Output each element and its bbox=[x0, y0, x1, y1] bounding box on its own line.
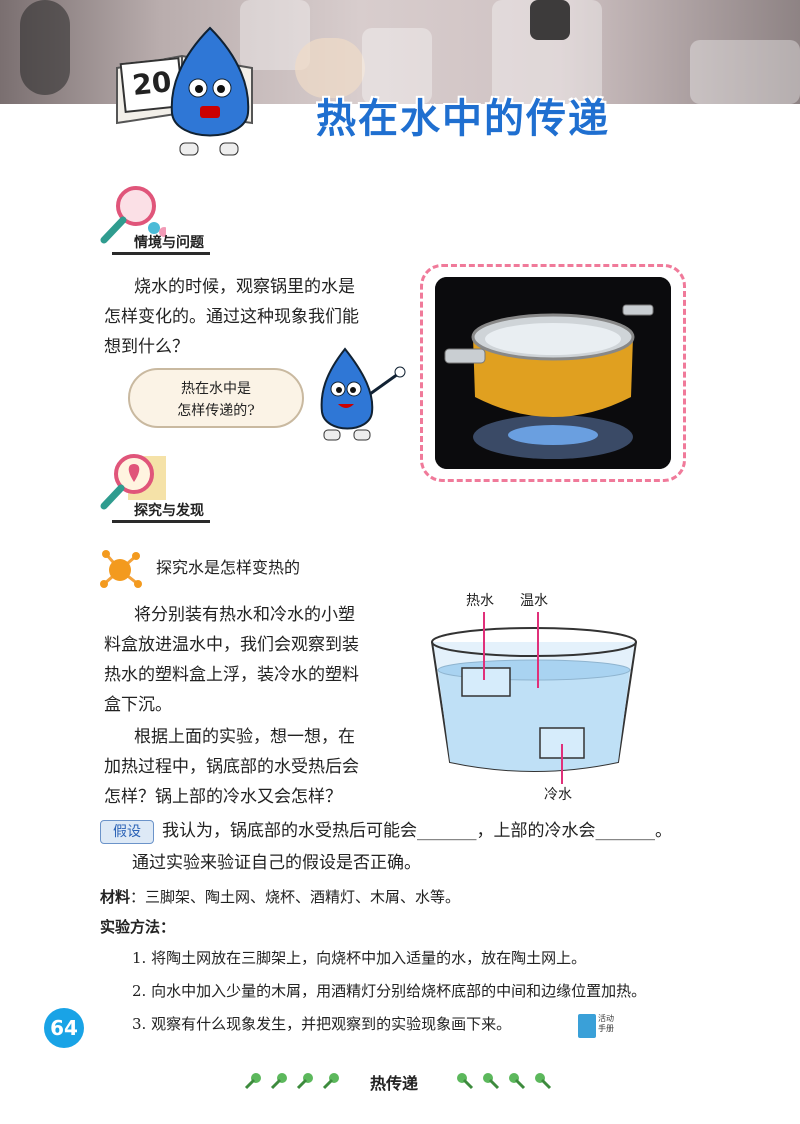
paragraph-line: 怎样？锅上部的冷水又会怎样？ bbox=[104, 787, 342, 807]
thought-bubble: 热在水中是 怎样传递的? bbox=[128, 368, 304, 428]
water-drop-mascot-icon bbox=[170, 26, 250, 156]
pot-on-stove-image bbox=[435, 277, 671, 469]
paragraph-line: 根据上面的实验，想一想，在 bbox=[134, 727, 355, 747]
bubble-line: 热在水中是 bbox=[181, 381, 251, 397]
lid-image bbox=[295, 38, 365, 98]
method-label: 实验方法： bbox=[100, 918, 176, 936]
intro-paragraph: 烧水的时候，观察锅里的水是 怎样变化的。通过这种现象我们能 想到什么？ bbox=[104, 272, 404, 362]
glass-image bbox=[362, 28, 432, 104]
handbook-icon bbox=[578, 1014, 596, 1038]
step-item: 3. 观察有什么现象发生，并把观察到的实验现象画下来。 bbox=[132, 1015, 512, 1033]
steps-list: 1. 将陶土网放在三脚架上，向烧杯中加入适量的水，放在陶土网上。 2. 向水中加… bbox=[132, 942, 772, 1041]
materials-line: 材料：三脚架、陶土网、烧杯、酒精灯、木屑、水等。 bbox=[100, 882, 780, 912]
paragraph-line: 料盒放进温水中，我们会观察到装 bbox=[104, 635, 359, 655]
step-item: 2. 向水中加入少量的木屑，用酒精灯分别给烧杯底部的中间和边缘位置加热。 bbox=[132, 982, 647, 1000]
materials-label: 材料 bbox=[100, 888, 131, 906]
section-heading-situation: 情境与问题 bbox=[112, 232, 210, 255]
page-number: 64 bbox=[44, 1008, 84, 1048]
bottle-cap-image bbox=[530, 0, 570, 40]
photo-frame bbox=[420, 264, 686, 482]
activity-badge-text: 活动 手册 bbox=[598, 1014, 614, 1034]
subsection-title: 探究水是怎样变热的 bbox=[156, 558, 301, 577]
boiling-pot-photo bbox=[435, 277, 671, 469]
label-warm-water: 温水 bbox=[520, 593, 548, 609]
paragraph-line: 烧水的时候，观察锅里的水是 bbox=[134, 277, 355, 297]
molecule-icon bbox=[100, 550, 142, 588]
label-hot-water: 热水 bbox=[466, 593, 494, 609]
step-item: 1. 将陶土网放在三脚架上，向烧杯中加入适量的水，放在陶土网上。 bbox=[132, 949, 587, 967]
magnifier-people-icon bbox=[100, 186, 166, 244]
paragraph-line: 盒下沉。 bbox=[104, 695, 172, 715]
leaf-icon bbox=[244, 1073, 261, 1090]
materials-text: ：三脚架、陶土网、烧杯、酒精灯、木屑、水等。 bbox=[130, 888, 461, 906]
label-cold-water: 冷水 bbox=[544, 787, 572, 803]
leaf-icon bbox=[509, 1073, 526, 1090]
header-banner bbox=[0, 0, 800, 104]
paragraph-line: 怎样变化的。通过这种现象我们能 bbox=[104, 307, 359, 327]
paragraph-line: 将分别装有热水和冷水的小塑 bbox=[134, 605, 355, 625]
bubble-line: 怎样传递的? bbox=[177, 403, 255, 419]
page-title: 热在水中的传递 bbox=[316, 96, 610, 142]
question-paragraph: 根据上面的实验，想一想，在 加热过程中，锅底部的水受热后会 怎样？锅上部的冷水又… bbox=[104, 722, 404, 812]
water-basin-diagram bbox=[431, 612, 637, 784]
leaf-icon bbox=[483, 1073, 500, 1090]
leaf-icon bbox=[296, 1073, 313, 1090]
magnifier-map-icon bbox=[100, 454, 166, 510]
section-heading-explore: 探究与发现 bbox=[112, 500, 210, 523]
leaf-icon bbox=[535, 1073, 552, 1090]
experiment-paragraph: 将分别装有热水和冷水的小塑 料盒放进温水中，我们会观察到装 热水的塑料盒上浮，装… bbox=[104, 600, 404, 720]
activity-handbook-badge: 活动 手册 bbox=[578, 1010, 618, 1040]
footer-unit-title: 热传递 bbox=[370, 1074, 419, 1093]
badge-line: 手册 bbox=[598, 1024, 614, 1033]
leaf-icon bbox=[457, 1073, 474, 1090]
pointing-mascot-icon bbox=[320, 347, 406, 441]
leaf-icon bbox=[270, 1073, 287, 1090]
kettle-image bbox=[690, 40, 800, 104]
leaf-icon bbox=[322, 1073, 339, 1090]
spoon-image bbox=[20, 0, 70, 95]
paragraph-line: 加热过程中，锅底部的水受热后会 bbox=[104, 757, 359, 777]
paragraph-line: 想到什么？ bbox=[104, 337, 189, 357]
paragraph-line: 热水的塑料盒上浮，装冷水的塑料 bbox=[104, 665, 359, 685]
hypothesis-tag: 假设 bbox=[100, 820, 154, 844]
verify-text: 通过实验来验证自己的假设是否正确。 bbox=[132, 853, 421, 873]
badge-line: 活动 bbox=[598, 1014, 614, 1023]
hypothesis-text: 我认为，锅底部的水受热后可能会_______，上部的冷水会_______。 bbox=[162, 821, 672, 841]
